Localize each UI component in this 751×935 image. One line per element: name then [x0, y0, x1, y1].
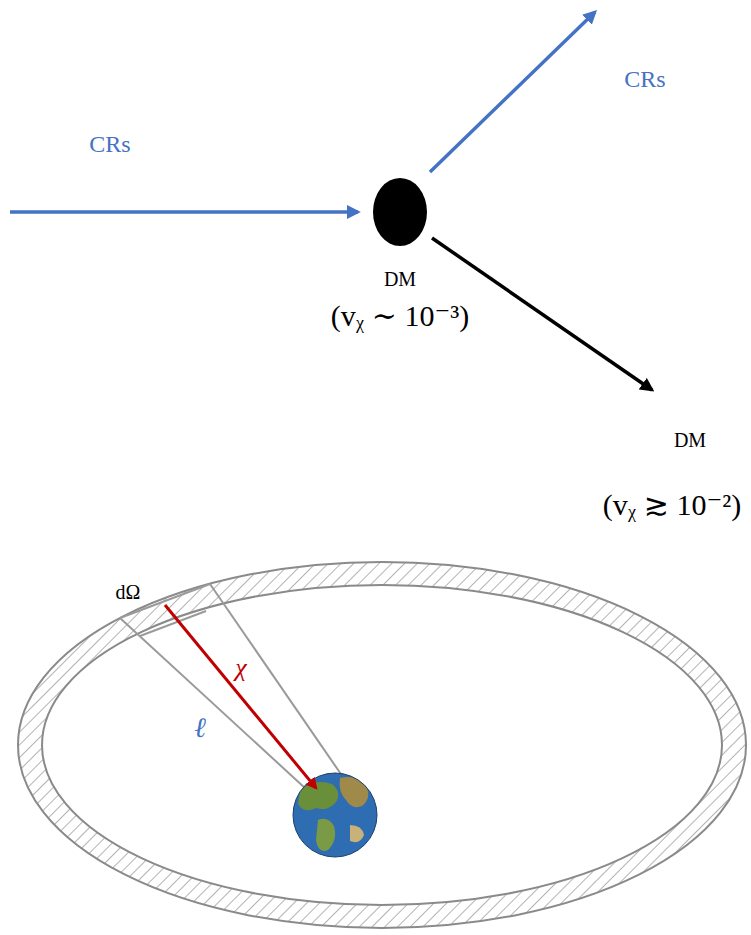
solid-angle-label: dΩ [114, 581, 143, 604]
velocity-label: (vᵪ ∼ 10⁻³) [244, 299, 556, 334]
cr-label: CRs [624, 66, 665, 94]
cone-line [120, 618, 318, 800]
dm-circle [244, 176, 556, 248]
shell-outline [18, 562, 746, 928]
earth [293, 773, 377, 857]
dm-circle [373, 178, 427, 246]
cr-arrow [430, 12, 595, 172]
dm-flux-label: χ [235, 653, 246, 683]
dm-flux-arrow [165, 605, 316, 788]
hatched-shell [18, 562, 746, 928]
particle-name: DM [244, 268, 556, 291]
dm-particle: DM (vᵪ ∼ 10⁻³) [244, 176, 556, 334]
distance-label: ℓ [194, 712, 206, 744]
shell-outline [42, 585, 722, 905]
cr-arrow [10, 210, 358, 214]
velocity-label: (vᵪ ≳ 10⁻²) [603, 488, 741, 523]
cr-label: CRs [89, 131, 130, 159]
particle-name: DM [674, 429, 706, 452]
